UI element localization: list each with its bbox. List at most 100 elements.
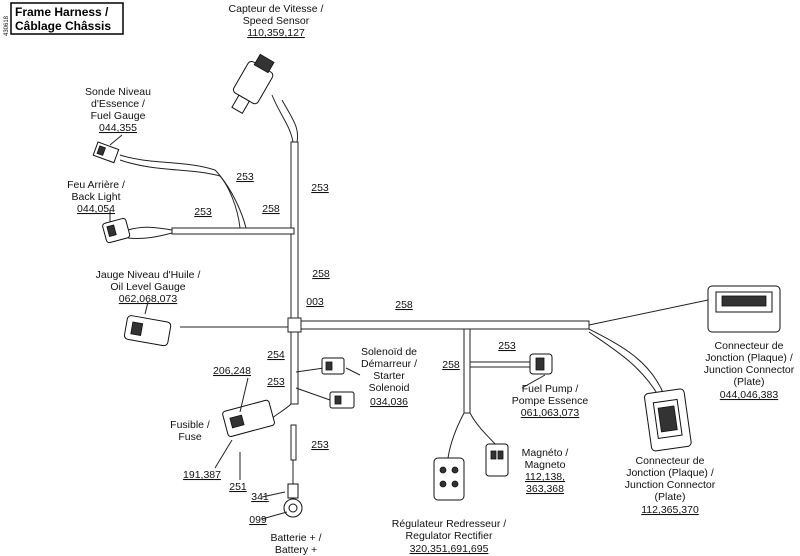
- harness-bundles: [171, 141, 590, 461]
- wire-ref-253-c: 253: [194, 206, 212, 218]
- junction-right-line2: Jonction (Plaque) /: [705, 352, 793, 364]
- solenoid-wire-a: [295, 367, 325, 373]
- solenoid-pin-b: [334, 395, 342, 405]
- junction-bottom-line3: Junction Connector: [625, 479, 716, 491]
- back-light-plug: [102, 217, 131, 244]
- wire-ref-258-b: 258: [312, 268, 330, 280]
- magneto-ref1: 112,138,: [525, 471, 565, 483]
- back-light-line2: Back Light: [71, 191, 120, 203]
- junction-bottom-wire-a: [588, 328, 665, 396]
- magneto-connector: [485, 443, 509, 477]
- magneto-plug: [485, 443, 509, 477]
- diagram-title: Frame Harness / Câblage Châssis: [10, 2, 124, 35]
- wire-ref-253-f: 253: [311, 439, 329, 451]
- solenoid-line2: Démarreur /: [361, 358, 417, 370]
- fuse-component: [222, 399, 275, 437]
- regulator-pin-2: [451, 466, 459, 474]
- magneto-pin-2: [497, 450, 504, 460]
- title-line-1: Frame Harness /: [15, 5, 109, 19]
- regulator-wire-a: [447, 412, 465, 459]
- leader-099: [261, 511, 288, 520]
- solenoid-plug-a: [321, 357, 345, 375]
- speed-sensor-component: [231, 53, 275, 114]
- battery-ref-a: 341: [251, 491, 269, 503]
- oil-gauge-connector: [123, 315, 172, 347]
- regulator-pin-1: [439, 466, 447, 474]
- oil-gauge-ref: 062,068,073: [119, 293, 178, 305]
- solenoid-connector-a: [321, 357, 345, 375]
- junction-003: [287, 317, 302, 333]
- speed-sensor-plug: [231, 94, 251, 114]
- fuel-gauge-connector: [92, 141, 120, 164]
- regulator-connector: [433, 457, 465, 501]
- regulator-pin-3: [439, 480, 447, 488]
- wire-refs: 253 253 253 258 258 003 258 254 253 258 …: [194, 171, 516, 451]
- junction-bottom-line1: Connecteur de: [636, 455, 705, 467]
- wire-ref-258-a: 258: [262, 203, 280, 215]
- magneto-wire: [469, 412, 497, 446]
- oil-gauge-pin: [130, 321, 144, 336]
- back-light-ref: 044,054: [77, 203, 115, 215]
- junction-right-line3: Junction Connector: [704, 364, 795, 376]
- back-light-line1: Feu Arrière /: [67, 179, 125, 191]
- regulator-line1: Régulateur Redresseur /: [392, 518, 506, 530]
- figure-id: 430618: [4, 15, 10, 36]
- leader-fuse-top: [239, 377, 249, 413]
- fuel-pump-ref: 061,063,073: [521, 407, 580, 419]
- leader-fuse-left: [214, 439, 233, 469]
- regulator-plug: [433, 457, 465, 501]
- leader-341: [261, 491, 286, 498]
- leader-oil-gauge: [144, 301, 149, 315]
- wire-ref-253-e: 253: [498, 340, 516, 352]
- fuel-gauge-ref: 044,355: [99, 122, 137, 134]
- fuel-gauge-pin: [96, 145, 106, 156]
- regulator-ref: 320,351,691,695: [410, 543, 489, 555]
- battery-ref-b: 099: [249, 514, 267, 526]
- solenoid-line4: Solenoid: [369, 382, 410, 394]
- back-light-wire-a: [127, 226, 173, 231]
- main-vertical-trunk: [290, 141, 299, 405]
- speed-sensor-wire-b: [281, 99, 299, 143]
- magneto-line1: Magnéto /: [522, 447, 569, 459]
- solenoid-wire-b: [295, 387, 331, 401]
- wire-ref-253-d: 253: [267, 376, 285, 388]
- regulator-line2: Regulator Rectifier: [406, 530, 493, 542]
- battery-branch: [290, 424, 297, 461]
- speed-sensor-line2: Speed Sensor: [243, 15, 310, 27]
- magneto-pin-1: [490, 450, 497, 460]
- battery-crimp: [287, 483, 299, 499]
- solenoid-connector-b: [329, 391, 355, 409]
- junction-bottom-line2: Jonction (Plaque) /: [626, 467, 714, 479]
- junction-bottom-connector: [644, 388, 692, 452]
- fuel-pump-branch: [469, 361, 531, 368]
- junction-bottom-ref: 112,365,370: [641, 504, 699, 516]
- oil-gauge-line1: Jauge Niveau d'Huile /: [96, 269, 201, 281]
- component-labels: Capteur de Vitesse / Speed Sensor 110,35…: [67, 3, 795, 556]
- solenoid-line1: Solenoïd de: [361, 346, 417, 358]
- fuse-ref-left: 191,387: [183, 469, 221, 481]
- fuel-gauge-wire-b: [119, 159, 247, 229]
- leader-fuel-gauge: [109, 134, 123, 146]
- wires: [119, 94, 709, 485]
- fuel-gauge-line3: Fuel Gauge: [91, 110, 146, 122]
- back-light-wire-b: [127, 232, 173, 239]
- solenoid-line3: Starter: [373, 370, 405, 382]
- junction-bottom-pins: [657, 405, 678, 433]
- wire-ref-253-b: 253: [311, 182, 329, 194]
- speed-sensor-head: [253, 53, 275, 74]
- speed-sensor-ref: 110,359,127: [247, 27, 305, 39]
- fuse-ref-top: 206,248: [213, 365, 251, 377]
- fuel-pump-pin: [535, 357, 545, 371]
- fuel-gauge-line1: Sonde Niveau: [85, 86, 151, 98]
- wire-ref-003: 003: [306, 296, 324, 308]
- fuse-insert: [229, 414, 245, 429]
- junction-bottom-line4: (Plate): [655, 491, 686, 503]
- junction-right-wire: [588, 299, 709, 326]
- regulator-branch: [463, 328, 471, 414]
- title-frame: [10, 2, 124, 35]
- junction-right-line4: (Plate): [734, 376, 765, 388]
- back-light-branch: [171, 227, 295, 235]
- leader-solenoid: [345, 367, 361, 376]
- wire-ref-253-a: 253: [236, 171, 254, 183]
